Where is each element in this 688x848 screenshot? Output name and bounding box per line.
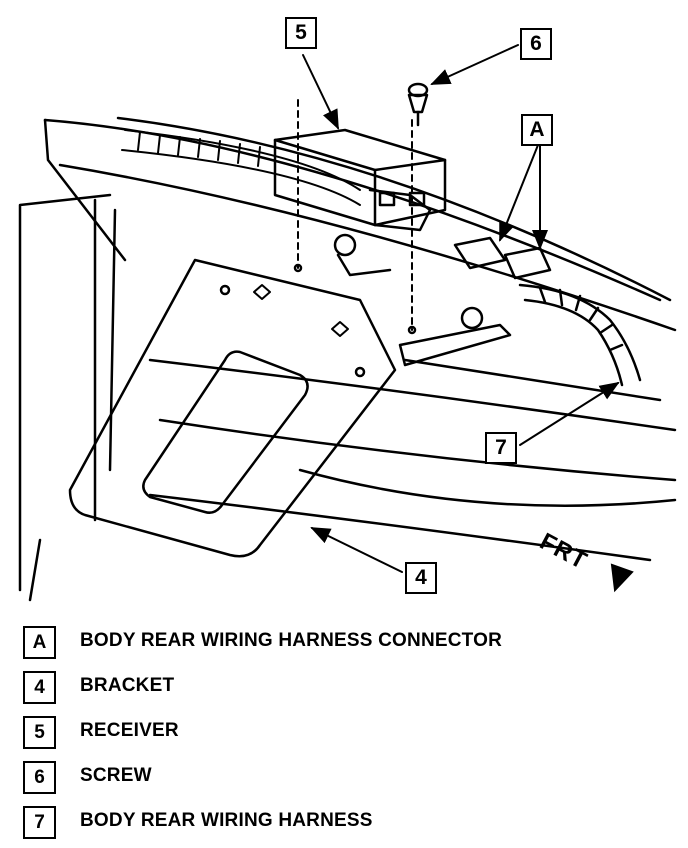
- legend-key: A: [23, 626, 56, 659]
- legend-row: 5 RECEIVER: [20, 712, 660, 757]
- bracket-illustration: [68, 99, 512, 558]
- legend-description: SCREW: [80, 765, 152, 786]
- ribbed-trim-strip: [121, 129, 361, 206]
- legend-description: RECEIVER: [80, 720, 179, 741]
- callout-6: 6: [520, 28, 552, 60]
- legend-row: 6 SCREW: [20, 757, 660, 802]
- legend-key: 5: [23, 716, 56, 749]
- direction-arrow-icon: [610, 563, 634, 593]
- parts-legend: A BODY REAR WIRING HARNESS CONNECTOR 4 B…: [20, 622, 660, 847]
- legend-row: A BODY REAR WIRING HARNESS CONNECTOR: [20, 622, 660, 667]
- legend-row: 7 BODY REAR WIRING HARNESS: [20, 802, 660, 847]
- legend-description: BODY REAR WIRING HARNESS CONNECTOR: [80, 630, 503, 651]
- legend-row: 4 BRACKET: [20, 667, 660, 712]
- body-panel-lines: [18, 116, 677, 602]
- harness-illustration: [518, 283, 642, 387]
- legend-key: 4: [23, 671, 56, 704]
- callout-7: 7: [485, 432, 517, 464]
- legend-key: 7: [23, 806, 56, 839]
- callout-A: A: [521, 114, 553, 146]
- screw-illustration: [407, 82, 429, 127]
- legend-description: BRACKET: [80, 675, 175, 696]
- parts-illustration: [18, 44, 677, 602]
- callout-5: 5: [285, 17, 317, 49]
- connector-illustration: [333, 233, 552, 330]
- receiver-illustration: [273, 128, 447, 232]
- leader-lines: [302, 44, 620, 573]
- legend-key: 6: [23, 761, 56, 794]
- legend-description: BODY REAR WIRING HARNESS: [80, 810, 373, 831]
- callout-4: 4: [405, 562, 437, 594]
